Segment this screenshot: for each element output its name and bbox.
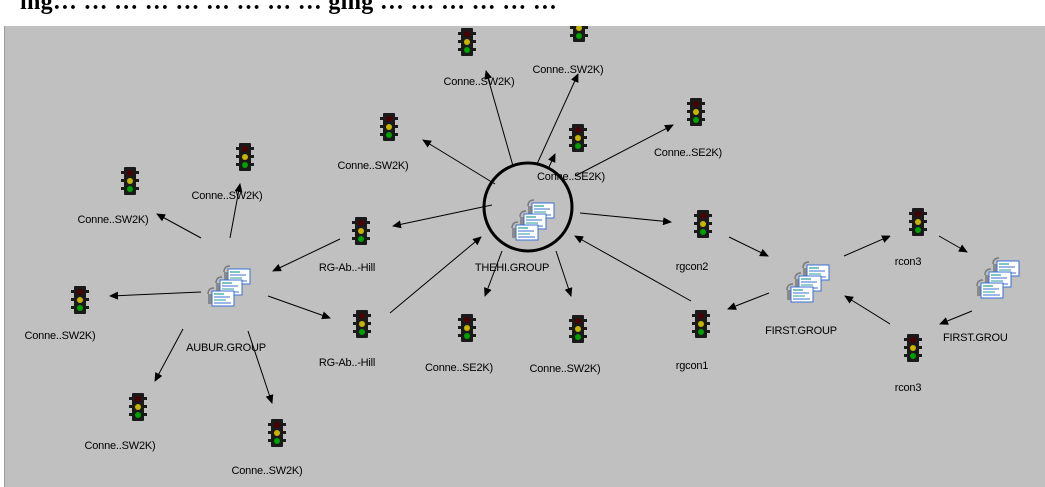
connection-label: Conne..SW2K) [191, 190, 263, 202]
heading-text: ing… … … … … … … … … ging … … … … … … [20, 0, 558, 15]
connection-label: Conne..SW2K) [84, 440, 156, 452]
connection-label: rcon3 [894, 256, 922, 268]
connection-label: Conne..SE2K) [425, 362, 493, 374]
node-labels: Conne..SW2K) Conne..SW2K) Conne..SW2K) C… [5, 26, 1045, 487]
connection-label: Conne..SE2K) [654, 147, 722, 159]
connection-label: rgcon1 [675, 360, 709, 372]
connection-label: rgcon2 [675, 261, 709, 273]
group-label-first: FIRST.GROUP [765, 325, 837, 337]
connection-label: RG-Ab..-Hill [318, 262, 376, 274]
topology-diagram [71, 26, 1045, 447]
page-heading: ing… … … … … … … … … ging … … … … … … [0, 0, 1045, 26]
edges [109, 70, 973, 404]
connection-label: Conne..SW2K) [529, 363, 601, 375]
connection-label: Conne..SW2K) [77, 214, 149, 226]
group-label-thehi: THEHI.GROUP [474, 262, 550, 274]
connection-label: Conne..SE2K) [537, 171, 605, 183]
connection-label: rcon3 [894, 382, 922, 394]
group-label-first-2: FIRST.GROU [943, 332, 1008, 344]
connection-label: Conne..SW2K) [337, 160, 409, 172]
selection-ring [482, 161, 574, 253]
connection-label: Conne..SW2K) [24, 330, 96, 342]
topology-canvas[interactable]: Conne..SW2K) Conne..SW2K) Conne..SW2K) C… [4, 26, 1045, 487]
connection-label: Conne..SW2K) [443, 76, 515, 88]
connection-label: Conne..SW2K) [231, 465, 303, 477]
connection-label: Conne..SW2K) [532, 64, 604, 76]
group-label-aubur: AUBUR.GROUP [186, 342, 266, 354]
connection-label: RG-Ab..-Hill [318, 357, 376, 369]
